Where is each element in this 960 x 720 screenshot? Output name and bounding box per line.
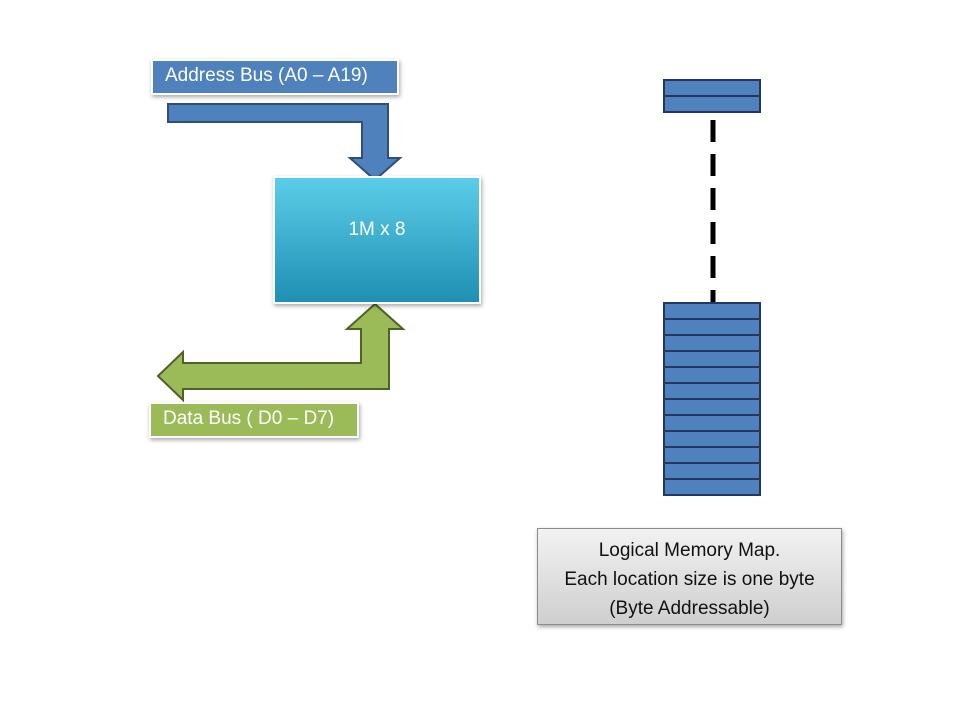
memory-location-cell xyxy=(665,400,759,416)
memory-location-cell xyxy=(665,336,759,352)
memory-location-cell xyxy=(665,448,759,464)
memory-chip-block: 1M x 8 xyxy=(273,176,481,304)
memory-map-caption: Logical Memory Map. Each location size i… xyxy=(537,528,842,625)
address-bus-label: Address Bus (A0 – A19) xyxy=(151,59,399,95)
caption-line-1: Logical Memory Map. xyxy=(598,540,781,561)
data-bus-arrow xyxy=(156,302,406,403)
memory-location-cell xyxy=(665,320,759,336)
memory-location-cell xyxy=(665,432,759,448)
memory-chip-label: 1M x 8 xyxy=(348,219,406,240)
memory-location-cell xyxy=(665,97,759,111)
memory-location-cell xyxy=(665,384,759,400)
memory-location-cell xyxy=(665,304,759,320)
memory-location-cell xyxy=(665,416,759,432)
memory-map-ellipsis xyxy=(710,120,716,302)
memory-location-cell xyxy=(665,464,759,480)
memory-location-cell xyxy=(665,368,759,384)
caption-line-2: Each location size is one byte xyxy=(564,569,815,590)
memory-location-cell xyxy=(665,81,759,97)
data-bus-label: Data Bus ( D0 – D7) xyxy=(149,402,359,438)
memory-location-cell xyxy=(665,352,759,368)
memory-map-top-cells xyxy=(663,79,761,113)
address-bus-arrow xyxy=(167,103,403,182)
caption-line-3: (Byte Addressable) xyxy=(609,598,770,619)
memory-map-cell-stack xyxy=(663,302,761,496)
memory-location-cell xyxy=(665,480,759,494)
